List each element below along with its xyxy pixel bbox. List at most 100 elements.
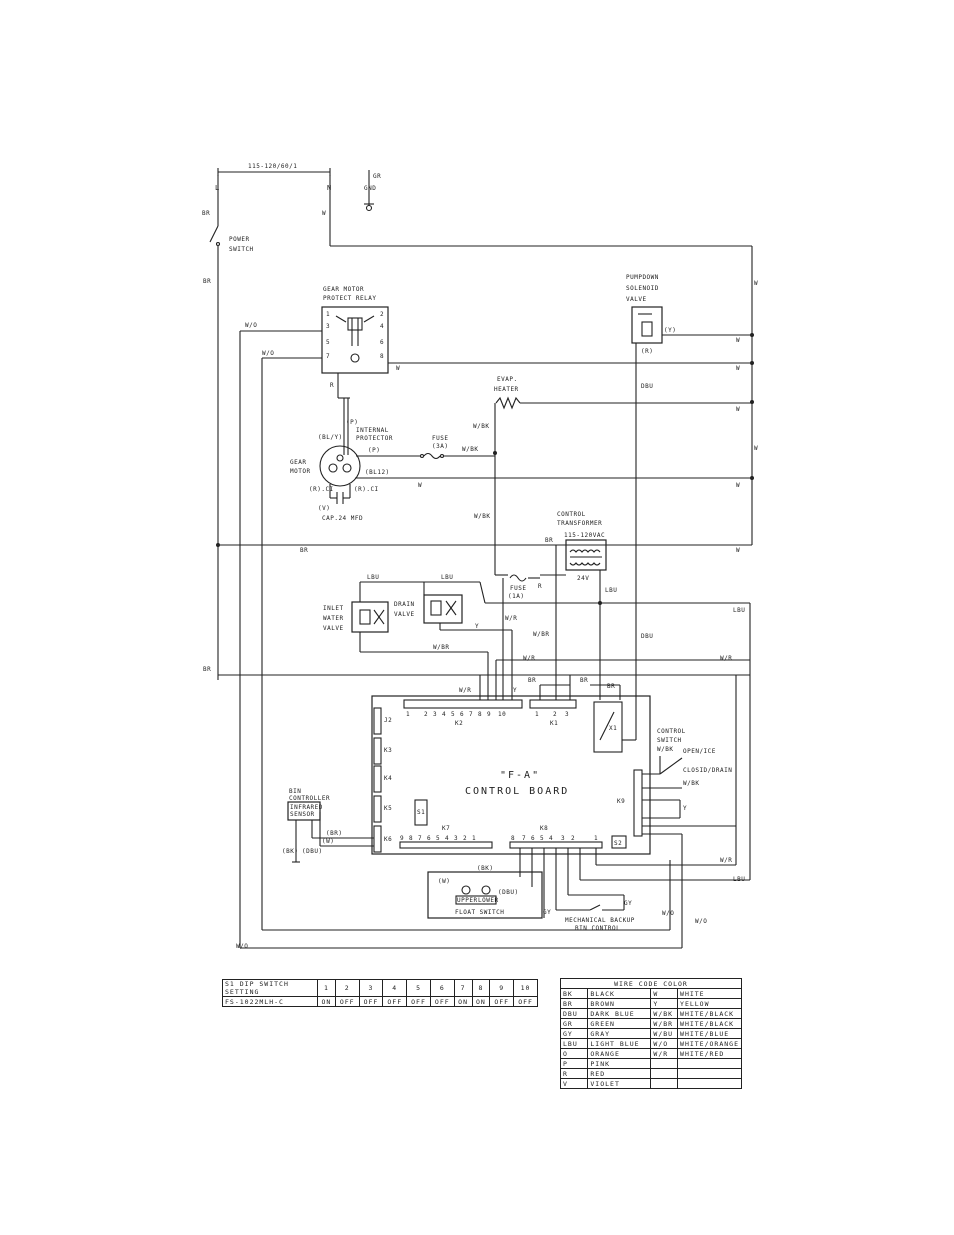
heater-label-1: EVAP. [497, 376, 518, 383]
gear-motor-label-1: GEAR [290, 459, 306, 466]
wire-label-br-8: BR [607, 683, 615, 690]
k2-pin-5: 5 [451, 711, 455, 718]
dip-header-cell: 3 [358, 979, 384, 997]
k6-label: K6 [384, 836, 392, 843]
k8-pin-3: 3 [561, 835, 565, 842]
wire-label-wbk-4: W/BK [657, 746, 673, 753]
relay-pin-3: 3 [326, 323, 330, 330]
dip-value-cell: OFF [358, 996, 384, 1007]
wcc-row: O ORANGE W/R WHITE/RED [559, 1048, 742, 1059]
wcc-code: W/BU [650, 1028, 679, 1039]
wire-label-wo-5: W/O [236, 943, 248, 950]
wcc-row: R RED [559, 1068, 742, 1079]
wire-label-w-9: W [736, 482, 740, 489]
wcc-code: P [559, 1058, 589, 1069]
wire-label-w-p: (W) [438, 878, 450, 885]
relay-label-2: PROTECT RELAY [323, 295, 376, 302]
k7-pin-4: 4 [445, 835, 449, 842]
fuse1a-label-1: FUSE [510, 585, 526, 592]
wire-label-wbr: W/BR [433, 644, 449, 651]
transformer-label-2: TRANSFORMER [557, 520, 602, 527]
wcc-color: LIGHT BLUE [587, 1038, 652, 1049]
wire-label-br-2: BR [203, 278, 211, 285]
k1-pin-2: 2 [553, 711, 557, 718]
float-lower-label: LOWER [478, 897, 499, 904]
gear-motor-label-2: MOTOR [290, 468, 311, 475]
wcc-color: VIOLET [587, 1078, 652, 1089]
wcc-color: WHITE/ORANGE [677, 1038, 742, 1049]
wire-label-wbk-2: W/BK [474, 513, 490, 520]
s2-label: S2 [614, 840, 622, 847]
k8-pin-1: 1 [594, 835, 598, 842]
wcc-code: W/R [650, 1048, 679, 1059]
k2-pin-2: 2 [424, 711, 428, 718]
wire-label-p-1: (P) [346, 419, 358, 426]
dip-header-cell: 10 [513, 979, 538, 997]
inlet-label-2: WATER [323, 615, 344, 622]
wire-label-wr-2: W/R [505, 615, 517, 622]
k7-pin-9: 9 [400, 835, 404, 842]
wire-label-p-2: (P) [368, 447, 380, 454]
wire-label-gy-1: GY [624, 900, 632, 907]
heater-label-2: HEATER [494, 386, 519, 393]
fuse-3a: FUSE (3A) W/BK [356, 435, 497, 460]
wcc-code: GY [559, 1028, 589, 1039]
wire-label-w-10: W [736, 547, 740, 554]
relay-pin-7: 7 [326, 353, 330, 360]
evap-heater: EVAP. HEATER W W/BK W/BK [473, 376, 752, 575]
wcc-code: BK [559, 988, 589, 999]
k7-pin-7: 7 [418, 835, 422, 842]
wcc-row: DBU DARK BLUE W/BK WHITE/BLACK [559, 1008, 742, 1019]
k7-pin-5: 5 [436, 835, 440, 842]
wcc-code: DBU [559, 1008, 589, 1019]
board-type-label: "F-A" [500, 770, 540, 781]
dip-switch-table: S1 DIP SWITCH SETTING 1 2 3 4 5 6 7 8 9 … [222, 979, 538, 1007]
drain-label-2: VALVE [394, 611, 415, 618]
bin-label-2: CONTROLLER [289, 795, 330, 802]
br-bus: BR W W/R [218, 544, 752, 676]
wire-label-w-8: W [418, 482, 422, 489]
control-switch: CONTROL SWITCH W/BK OPEN/ICE CLOSID/DRAI… [642, 675, 737, 948]
wcc-color [677, 1058, 742, 1069]
k2-pin-3: 3 [433, 711, 437, 718]
k2-pin-7: 7 [469, 711, 473, 718]
wcc-code: GR [559, 1018, 589, 1029]
power-switch-label-1: POWER [229, 236, 250, 243]
k8-pin-6: 6 [531, 835, 535, 842]
k7-pin-8: 8 [409, 835, 413, 842]
fuse3a-label-1: FUSE [432, 435, 448, 442]
wcc-row: GR GREEN W/BR WHITE/BLACK [559, 1018, 742, 1029]
line-terminal-label: L [215, 184, 220, 192]
wcc-color: WHITE [677, 988, 742, 999]
inlet-water-valve: INLET WATER VALVE W/BR [323, 601, 489, 700]
wire-label-w-3: W [754, 445, 758, 452]
wire-label-wr-5: W/R [720, 857, 732, 864]
k7-pin-1: 1 [472, 835, 476, 842]
relay-pin-1: 1 [326, 311, 330, 318]
relay-pin-6: 6 [380, 339, 384, 346]
wcc-code [650, 1068, 679, 1079]
wcc-color: BROWN [587, 998, 652, 1009]
control-switch-label-1: CONTROL [657, 728, 686, 735]
k1-pin-1: 1 [535, 711, 539, 718]
inlet-label-3: VALVE [323, 625, 344, 632]
wire-label-lbu-5: LBU [733, 876, 745, 883]
wire-label-r-p: (R) [641, 348, 653, 355]
k2-pin-10: 10 [498, 711, 506, 718]
wire-color-code-table: WIRE CODE COLOR BK BLACK W WHITE BR BROW… [559, 978, 742, 1089]
wcc-code: R [559, 1068, 589, 1079]
dip-value-cell: ON [471, 996, 491, 1007]
wire-label-lbu-4: LBU [733, 607, 745, 614]
wire-label-wr-4: W/R [459, 687, 471, 694]
transformer-secondary-label: 24V [577, 575, 589, 582]
k7-pin-6: 6 [427, 835, 431, 842]
k2-pin-8: 8 [478, 711, 482, 718]
wire-label-r-1: R [330, 382, 334, 389]
wire-label-y-3: Y [683, 805, 687, 812]
wcc-row: GY GRAY W/BU WHITE/BLUE [559, 1028, 742, 1039]
capacitor-label: CAP.24 MFD [322, 515, 363, 522]
x1-label: X1 [609, 725, 617, 732]
wire-label-lbu-3: LBU [605, 587, 617, 594]
k3-label: K3 [384, 747, 392, 754]
